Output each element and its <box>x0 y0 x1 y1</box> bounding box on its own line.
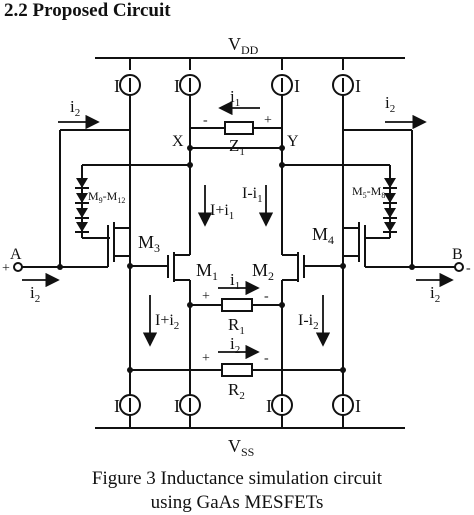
i-plus-i1-label: I+i1 <box>210 202 234 222</box>
r2-minus: - <box>264 351 269 366</box>
node-x-label: X <box>172 133 184 150</box>
node-b-label: B <box>452 246 463 263</box>
r2-resistor <box>221 363 253 377</box>
current-source-label: I <box>355 76 361 96</box>
vdd-label: VDD <box>228 34 259 57</box>
current-source-label: I <box>294 76 300 96</box>
figure-caption-line-2: using GaAs MESFETs <box>150 492 324 513</box>
i2-label-r2: i2 <box>230 334 240 356</box>
r1-plus: + <box>202 289 210 304</box>
vss-label: VSS <box>228 436 254 459</box>
current-source-label: I <box>355 396 361 416</box>
m4-label: M4 <box>312 224 334 247</box>
terminal-a <box>13 262 23 272</box>
diodes-right-label: M5-M8 <box>352 184 385 200</box>
terminal-b <box>454 262 464 272</box>
r1-label: R1 <box>228 315 245 337</box>
section-heading: 2.2 Proposed Circuit <box>4 0 171 21</box>
diodes-left-label: M9-M12 <box>88 189 125 205</box>
i2-label-top-left: i2 <box>70 97 80 119</box>
z1-plus: + <box>264 113 272 128</box>
i1-label-r1: i1 <box>230 270 240 292</box>
i-minus-i2-label: I-i2 <box>298 312 319 332</box>
figure-caption-line-1: Figure 3 Inductance simulation circuit <box>91 468 383 489</box>
i1-label-top: i1 <box>230 87 240 109</box>
current-source-label: I <box>114 76 120 96</box>
r2-label: R2 <box>228 380 245 402</box>
z1-label: Z1 <box>229 136 245 158</box>
node-a-label: A <box>10 246 22 263</box>
m2-label: M2 <box>252 260 274 283</box>
current-source-label: I <box>174 396 180 416</box>
i2-label-output: i2 <box>430 283 440 305</box>
i-plus-i2-label: I+i2 <box>155 312 179 332</box>
current-source-label: I <box>174 76 180 96</box>
i2-label-input: i2 <box>30 283 40 305</box>
node-y-label: Y <box>287 133 299 150</box>
r1-resistor <box>221 298 253 312</box>
r1-minus: - <box>264 289 269 304</box>
current-source-label: I <box>114 396 120 416</box>
m1-label: M1 <box>196 260 218 283</box>
i2-label-top-right: i2 <box>385 93 395 115</box>
z1-minus: - <box>203 113 208 128</box>
m3-label: M3 <box>138 232 160 255</box>
terminal-a-plus: + <box>2 261 10 276</box>
i-minus-i1-label: I-i1 <box>242 185 263 205</box>
current-source-label: I <box>266 396 272 416</box>
terminal-b-minus: - <box>466 261 471 276</box>
z1-resistor <box>224 121 254 135</box>
circuit-diagram: VDD VSS I I I I I I I I X Y A B + - i1 -… <box>2 34 471 459</box>
r2-plus: + <box>202 351 210 366</box>
